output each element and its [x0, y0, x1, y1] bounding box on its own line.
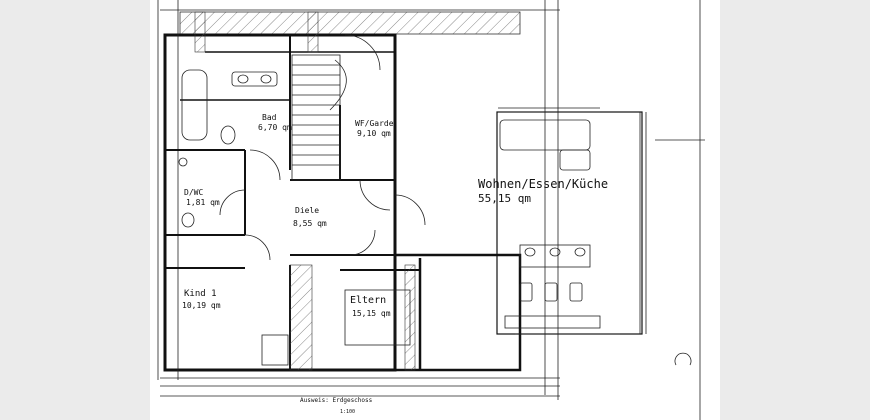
room-diele-name: Diele	[295, 206, 319, 215]
room-wf-area: 9,10 qm	[357, 129, 391, 138]
room-eltern-name: Eltern	[350, 295, 386, 306]
room-wf-name: WF/Garde	[355, 119, 394, 128]
north-arrow-icon	[674, 352, 692, 366]
room-dwc-area: 1,81 qm	[186, 198, 220, 207]
bathroom-fixtures	[178, 69, 278, 228]
room-diele-area: 8,55 qm	[293, 219, 327, 228]
plan-caption: Ausweis: Erdgeschoss	[300, 397, 373, 404]
room-wohnen-area: 55,15 qm	[478, 192, 531, 205]
room-kind-name: Kind 1	[184, 289, 217, 299]
room-bad-area: 6,70 qm	[258, 123, 292, 132]
outer-wall-main	[163, 33, 397, 372]
room-wohnen-name: Wohnen/Essen/Küche	[478, 177, 608, 191]
staircase	[291, 54, 347, 181]
hatched-column-mid	[307, 11, 319, 53]
room-bad-name: Bad	[262, 113, 277, 122]
room-kind-area: 10,19 qm	[182, 301, 221, 310]
plan-scale: 1:100	[340, 409, 355, 415]
right-margin-band	[720, 0, 870, 420]
top-hatched-zone	[179, 11, 521, 35]
left-margin-band	[0, 0, 150, 420]
room-eltern-area: 15,15 qm	[352, 309, 391, 318]
bed-eltern	[344, 289, 411, 346]
hatched-wall-corridor	[289, 264, 313, 371]
living-furniture	[498, 107, 647, 335]
room-dwc-name: D/WC	[184, 188, 203, 197]
hatched-column-left	[194, 11, 206, 53]
doors	[219, 34, 426, 261]
desk-kind	[261, 334, 289, 366]
